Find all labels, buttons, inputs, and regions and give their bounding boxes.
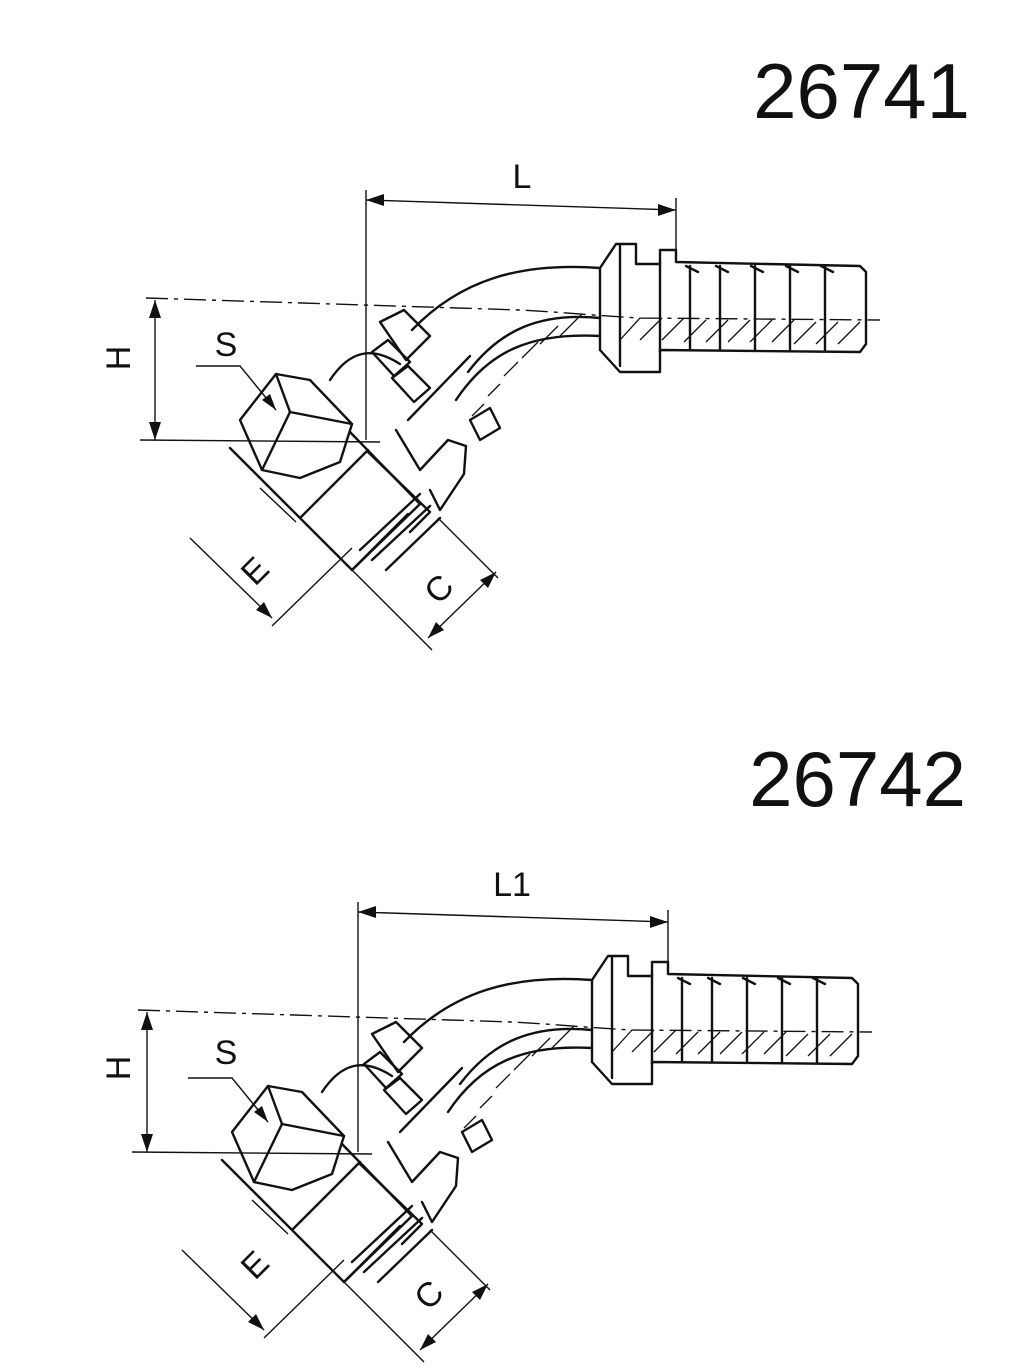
fitting-drawing-2: 26742 L1 H S E C (100, 735, 966, 1364)
dim-thread-label-2: E (234, 1244, 277, 1287)
dim-hex-label-1: S (215, 326, 238, 364)
dim-height-label-1: H (100, 346, 138, 371)
part-number-2: 26742 (749, 735, 966, 823)
part-number-1: 26741 (753, 47, 970, 135)
dim-length-label-2: L1 (493, 866, 531, 904)
fitting-outline-2 (130, 900, 874, 1364)
fitting-drawing-1: 26741 L H S E C (100, 47, 970, 652)
dim-height-label-2: H (100, 1056, 138, 1081)
dim-length-label-1: L (513, 158, 532, 196)
dim-hex-label-2: S (215, 1034, 238, 1072)
dim-cut-label-1: C (417, 567, 461, 611)
dim-cut-label-2: C (407, 1273, 451, 1317)
